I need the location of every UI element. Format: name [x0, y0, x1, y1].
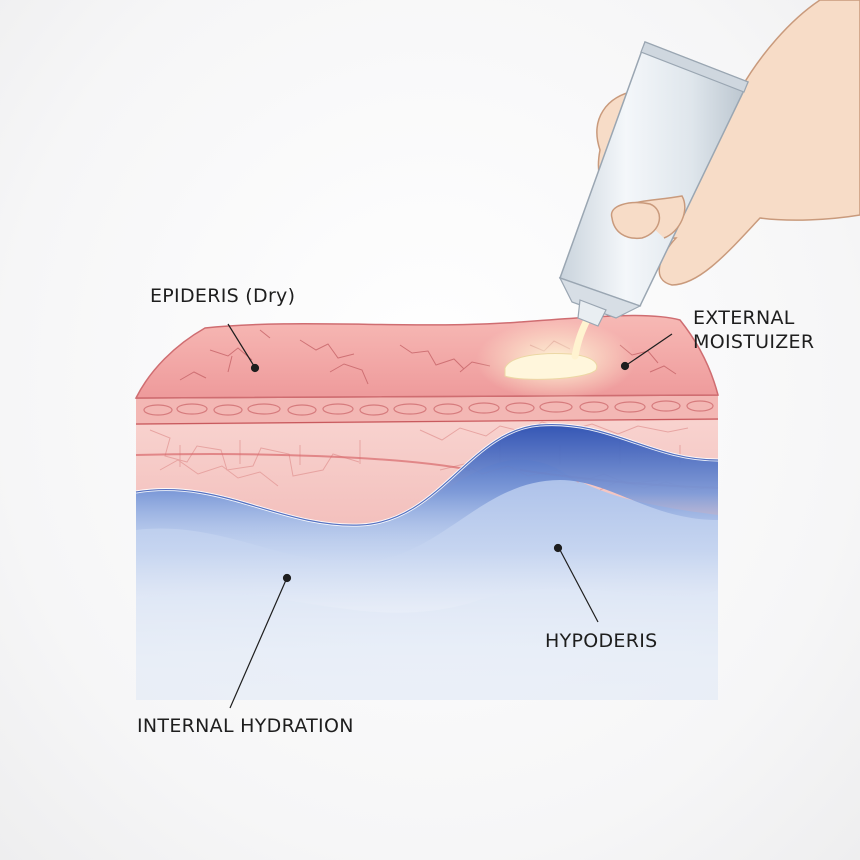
- label-external-moisturizer: EXTERNAL MOISTUIZER: [693, 307, 815, 353]
- label-internal-hydration: INTERNAL HYDRATION: [137, 715, 354, 737]
- hypodermis-layer: [136, 430, 718, 700]
- moisturizer-tube-icon: [558, 41, 750, 327]
- epidermis-cell-band: [135, 394, 719, 425]
- leader-lines: [227, 323, 673, 709]
- label-epidermis: EPIDERIS (Dry): [150, 285, 296, 307]
- label-hypodermis: HYPODERIS: [545, 630, 658, 652]
- internal-hydration-wave: [135, 423, 719, 563]
- moisturizer-cream: [476, 314, 636, 400]
